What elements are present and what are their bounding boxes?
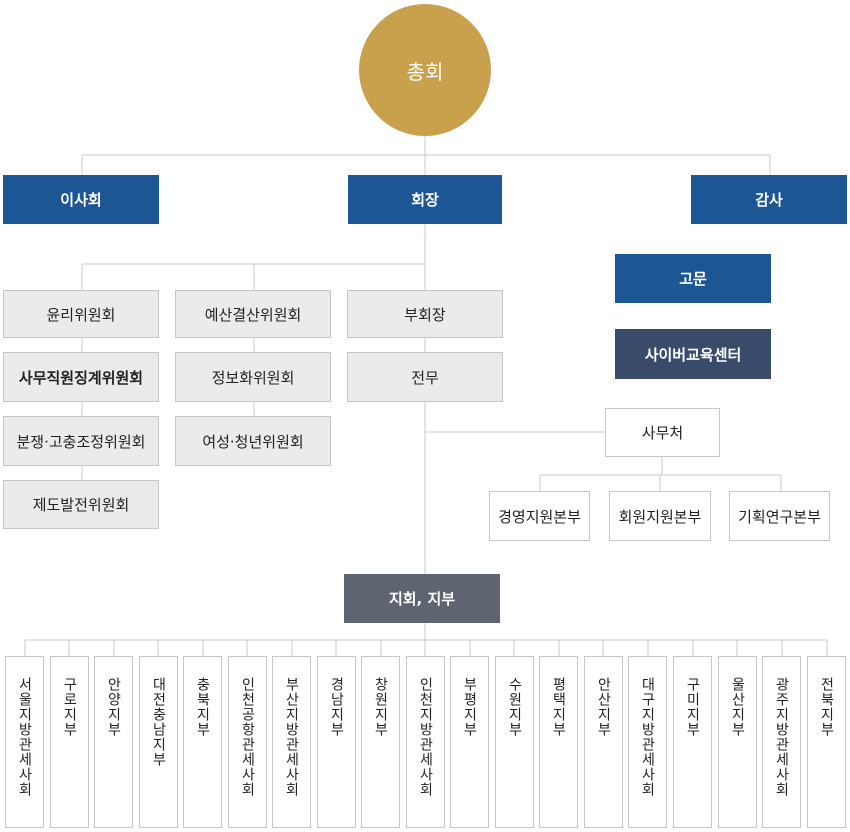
informatization-committee-label: 정보화위원회 bbox=[211, 368, 295, 387]
women-youth-committee-node: 여성·청년위원회 bbox=[175, 416, 331, 466]
general-assembly-node: 총회 bbox=[359, 4, 491, 136]
women-youth-committee-label: 여성·청년위원회 bbox=[202, 432, 304, 451]
branch-label: 구로지부 bbox=[61, 677, 78, 737]
branch-label: 충북지부 bbox=[194, 677, 211, 737]
board-node: 이사회 bbox=[3, 175, 159, 224]
secretariat-label: 사무처 bbox=[641, 424, 684, 442]
planning-research-division-node: 기획연구본부 bbox=[729, 491, 830, 541]
budget-committee-node: 예산결산위원회 bbox=[175, 290, 331, 338]
branch-gwangju: 광주지방관세사회 bbox=[762, 656, 801, 828]
executive-director-node: 전무 bbox=[347, 352, 503, 402]
informatization-committee-node: 정보화위원회 bbox=[175, 352, 331, 402]
branch-label: 안양지부 bbox=[105, 677, 122, 737]
branch-bupyeong: 부평지부 bbox=[450, 656, 489, 828]
system-development-committee-node: 제도발전위원회 bbox=[3, 480, 159, 529]
branch-pyeongtaek: 평택지부 bbox=[539, 656, 578, 828]
branch-label: 경남지부 bbox=[328, 677, 345, 737]
branch-anyang: 안양지부 bbox=[94, 656, 133, 828]
branch-label: 인천지방관세사회 bbox=[417, 677, 434, 797]
vice-president-node: 부회장 bbox=[347, 290, 503, 338]
ethics-committee-label: 윤리위원회 bbox=[46, 305, 116, 324]
branch-gumi: 구미지부 bbox=[673, 656, 712, 828]
executive-director-label: 전무 bbox=[411, 368, 439, 387]
branch-incheon: 인천지방관세사회 bbox=[406, 656, 445, 828]
system-development-committee-label: 제도발전위원회 bbox=[32, 496, 130, 514]
branch-chungbuk: 충북지부 bbox=[183, 656, 222, 828]
member-support-division-label: 회원지원본부 bbox=[618, 507, 702, 526]
staff-discipline-committee-label: 사무직원징계위원회 bbox=[18, 368, 144, 387]
branch-changwon: 창원지부 bbox=[361, 656, 400, 828]
secretariat-node: 사무처 bbox=[605, 408, 720, 457]
branch-label: 부산지방관세사회 bbox=[283, 677, 300, 797]
branch-busan: 부산지방관세사회 bbox=[272, 656, 311, 828]
management-support-division-node: 경영지원본부 bbox=[489, 491, 590, 541]
ethics-committee-node: 윤리위원회 bbox=[3, 290, 159, 338]
branch-label: 울산지부 bbox=[729, 677, 746, 737]
staff-discipline-committee-node: 사무직원징계위원회 bbox=[3, 352, 159, 402]
branch-gyeongnam: 경남지부 bbox=[317, 656, 356, 828]
branch-label: 부평지부 bbox=[461, 677, 478, 737]
branch-suwon: 수원지부 bbox=[495, 656, 534, 828]
cyber-education-center-node: 사이버교육센터 bbox=[615, 329, 771, 379]
chapters-node: 지회, 지부 bbox=[344, 574, 500, 623]
president-node: 회장 bbox=[348, 175, 502, 224]
branch-daejeon-chungnam: 대전충남지부 bbox=[139, 656, 178, 828]
planning-research-division-label: 기획연구본부 bbox=[738, 507, 821, 526]
branch-label: 인천공항관세사회 bbox=[239, 677, 256, 797]
vice-president-label: 부회장 bbox=[404, 305, 446, 324]
branch-ansan: 안산지부 bbox=[584, 656, 623, 828]
member-support-division-node: 회원지원본부 bbox=[609, 491, 711, 541]
branch-label: 안산지부 bbox=[595, 677, 612, 737]
branch-ulsan: 울산지부 bbox=[718, 656, 757, 828]
branch-label: 대전충남지부 bbox=[150, 677, 167, 767]
advisor-label: 고문 bbox=[679, 270, 707, 288]
dispute-committee-node: 분쟁·고충조정위원회 bbox=[3, 416, 159, 466]
branch-seoul: 서울지방관세사회 bbox=[5, 656, 44, 828]
dispute-committee-label: 분쟁·고충조정위원회 bbox=[16, 432, 146, 451]
branch-label: 평택지부 bbox=[550, 677, 567, 737]
general-assembly-label: 총회 bbox=[406, 59, 444, 84]
management-support-division-label: 경영지원본부 bbox=[498, 507, 581, 526]
branch-label: 대구지방관세사회 bbox=[639, 677, 656, 797]
branch-jeonbuk: 전북지부 bbox=[807, 656, 846, 828]
cyber-education-center-label: 사이버교육센터 bbox=[644, 345, 742, 364]
branch-label: 서울지방관세사회 bbox=[16, 677, 33, 797]
branch-guro: 구로지부 bbox=[50, 656, 89, 828]
branch-label: 구미지부 bbox=[684, 677, 701, 737]
budget-committee-label: 예산결산위원회 bbox=[204, 305, 302, 324]
branch-label: 전북지부 bbox=[818, 677, 835, 737]
branch-label: 수원지부 bbox=[506, 677, 523, 737]
board-label: 이사회 bbox=[60, 191, 102, 209]
branch-incheon-airport: 인천공항관세사회 bbox=[228, 656, 267, 828]
branch-daegu: 대구지방관세사회 bbox=[628, 656, 667, 828]
branch-label: 창원지부 bbox=[372, 677, 389, 737]
auditor-node: 감사 bbox=[691, 175, 847, 224]
president-label: 회장 bbox=[411, 191, 439, 209]
chapters-label: 지회, 지부 bbox=[388, 590, 456, 608]
auditor-label: 감사 bbox=[755, 191, 783, 209]
branch-label: 광주지방관세사회 bbox=[773, 677, 790, 797]
advisor-node: 고문 bbox=[615, 254, 771, 303]
